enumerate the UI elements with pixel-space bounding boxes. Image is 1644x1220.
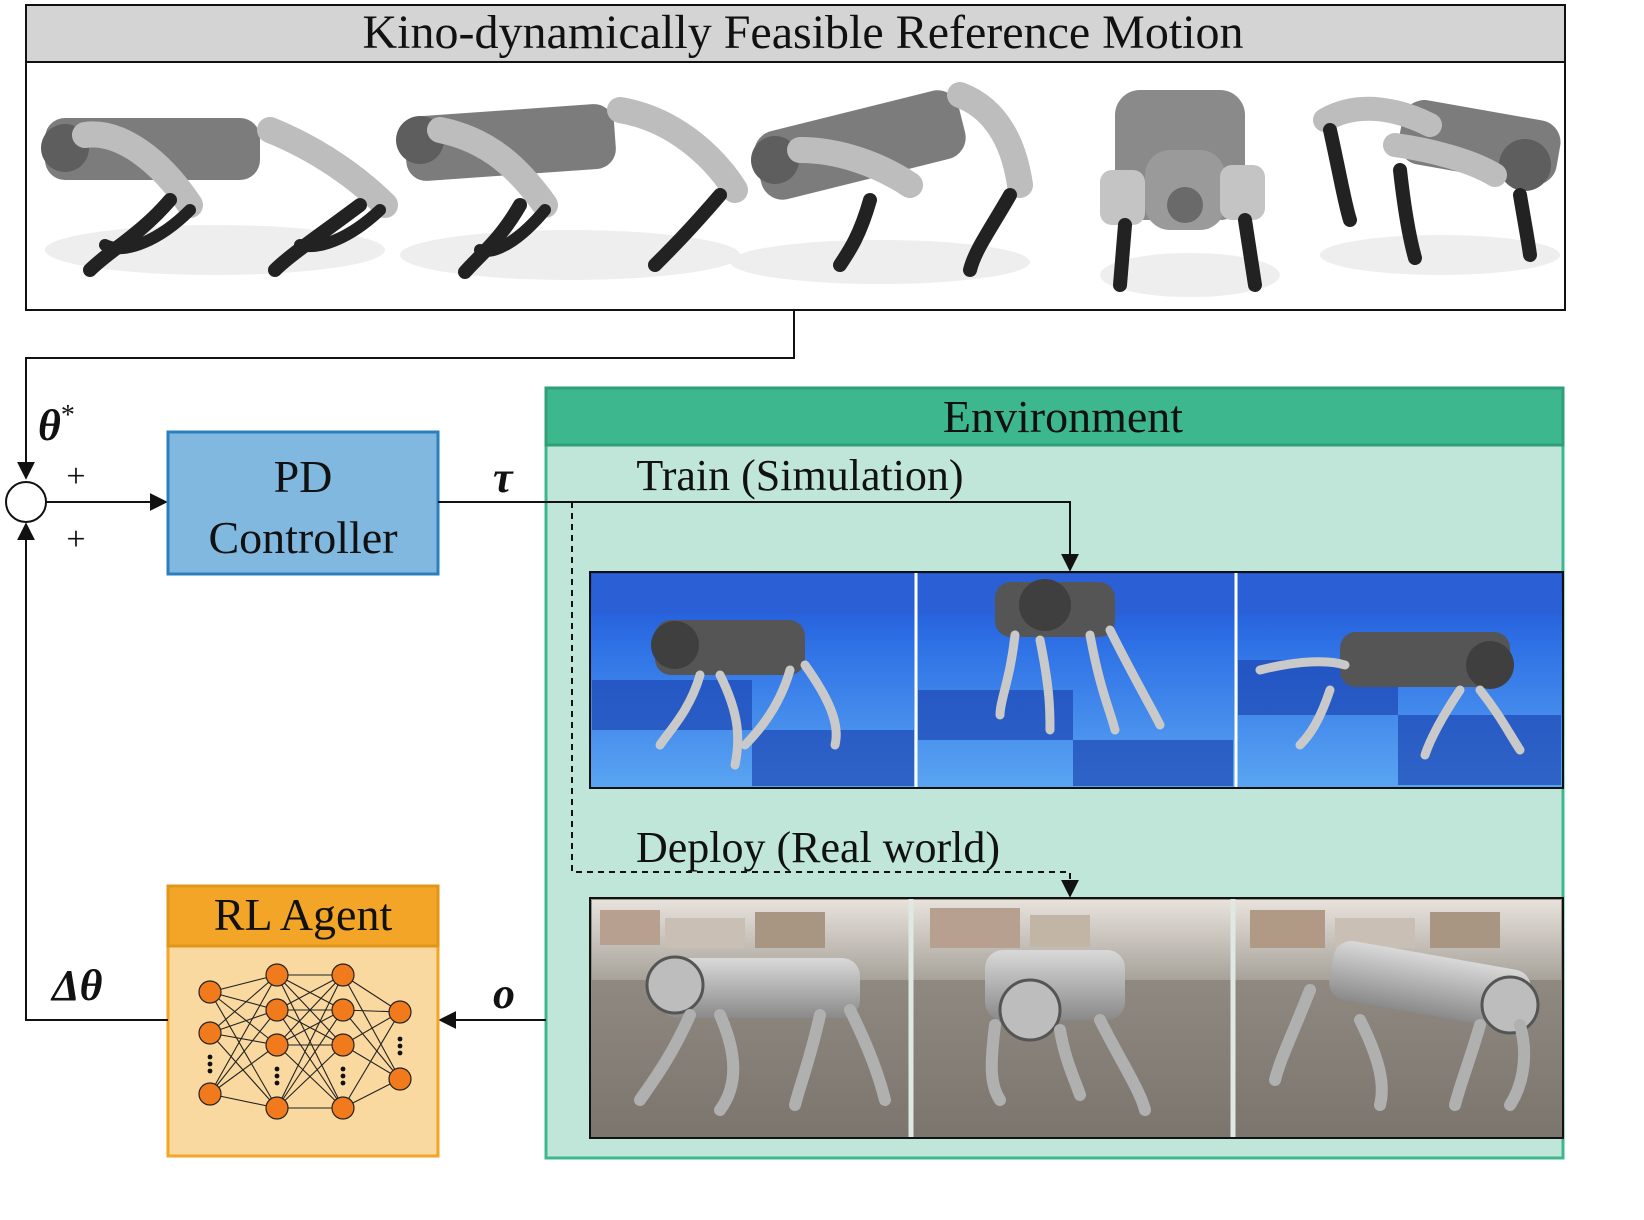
nn-connection	[342, 974, 401, 1080]
rl-agent-title: RL Agent	[214, 889, 393, 940]
tau-to-realworld-dashed-arrow	[571, 502, 1079, 898]
sim-robot-2	[995, 579, 1165, 735]
plus-sign-top: +	[66, 458, 85, 495]
tau-label: τ	[493, 453, 514, 502]
nn-connection	[276, 1044, 344, 1109]
environment-block: Environment Train (Simulation) Deploy (R…	[544, 386, 1565, 1160]
nn-connection	[209, 974, 278, 1034]
real-world-frames	[589, 897, 1564, 1139]
tau-to-simulation-arrow	[438, 501, 1079, 572]
nn-connection	[276, 1009, 344, 1046]
reference-to-sum-arrow	[17, 310, 795, 480]
reference-robot-frame-1	[41, 117, 398, 277]
deploy-label: Deploy (Real world)	[636, 823, 1000, 872]
environment-header	[544, 386, 1565, 447]
train-label: Train (Simulation)	[636, 451, 963, 500]
sim-robot-1	[651, 620, 841, 770]
pd-label-line2: Controller	[208, 512, 397, 563]
observation-label: o	[493, 969, 515, 1018]
neural-network-icon	[198, 963, 412, 1120]
reference-header	[25, 4, 1566, 63]
environment-title: Environment	[943, 391, 1183, 442]
simulation-frames	[589, 571, 1564, 789]
pd-controller-block: PD Controller	[166, 430, 440, 576]
nn-connection	[342, 1011, 401, 1109]
nn-connection	[209, 1009, 278, 1095]
reference-robot-frame-3	[730, 82, 1033, 284]
nn-connection	[209, 991, 278, 1109]
sim-robot-3	[1255, 632, 1525, 760]
real-robot-2	[985, 950, 1151, 1116]
nn-connection	[209, 1044, 278, 1095]
pd-label-line1: PD	[274, 451, 333, 502]
reference-robot-frame-5	[1313, 96, 1561, 275]
delta-theta-feedback-arrow	[17, 522, 168, 1021]
plus-sign-bottom: +	[66, 521, 85, 558]
reference-motion-panel: Kino-dynamically Feasible Reference Moti…	[25, 4, 1566, 311]
reference-title: Kino-dynamically Feasible Reference Moti…	[362, 6, 1243, 59]
nn-connection	[276, 974, 344, 1109]
nn-connection	[276, 974, 344, 1011]
nn-connection	[209, 1009, 278, 1034]
nn-connection	[276, 1009, 344, 1109]
rl-agent-block: RL Agent	[166, 884, 440, 1158]
nn-connection	[209, 991, 278, 1046]
reference-robot-frame-4	[1100, 90, 1280, 297]
nn-connection	[342, 1009, 401, 1080]
nn-connection	[209, 1032, 278, 1109]
real-robot-1	[634, 955, 891, 1116]
real-robot-3	[1269, 940, 1540, 1111]
delta-theta-label: Δθ	[50, 961, 103, 1010]
theta-star-label: θ*	[38, 400, 75, 450]
summing-junction-icon	[5, 481, 47, 523]
reference-robot-frame-2	[396, 97, 748, 280]
nn-connection	[276, 974, 344, 1046]
nn-connection	[209, 974, 278, 1095]
